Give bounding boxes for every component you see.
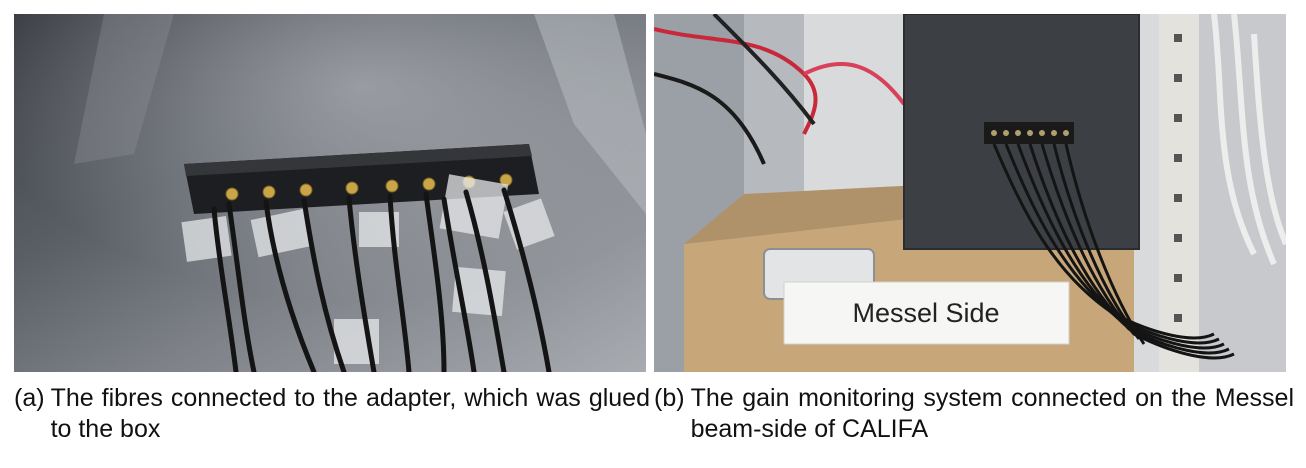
caption-a: (a) The fibres connected to the adapter,… — [14, 383, 650, 445]
caption-b-text: The gain monitoring system connected on … — [690, 384, 1294, 443]
photo-fibres-adapter — [14, 14, 646, 372]
messel-side-sign: Messel Side — [852, 298, 999, 328]
caption-b: (b) The gain monitoring system connected… — [654, 383, 1294, 445]
caption-a-label: (a) — [14, 384, 45, 412]
photo-gain-monitoring-drawing: Messel Side — [654, 14, 1286, 372]
photo-gain-monitoring-system: Messel Side — [654, 14, 1286, 372]
photo-fibres-adapter-drawing — [14, 14, 646, 372]
caption-b-label: (b) — [654, 384, 685, 412]
caption-a-text: The fibres connected to the adapter, whi… — [50, 384, 650, 443]
